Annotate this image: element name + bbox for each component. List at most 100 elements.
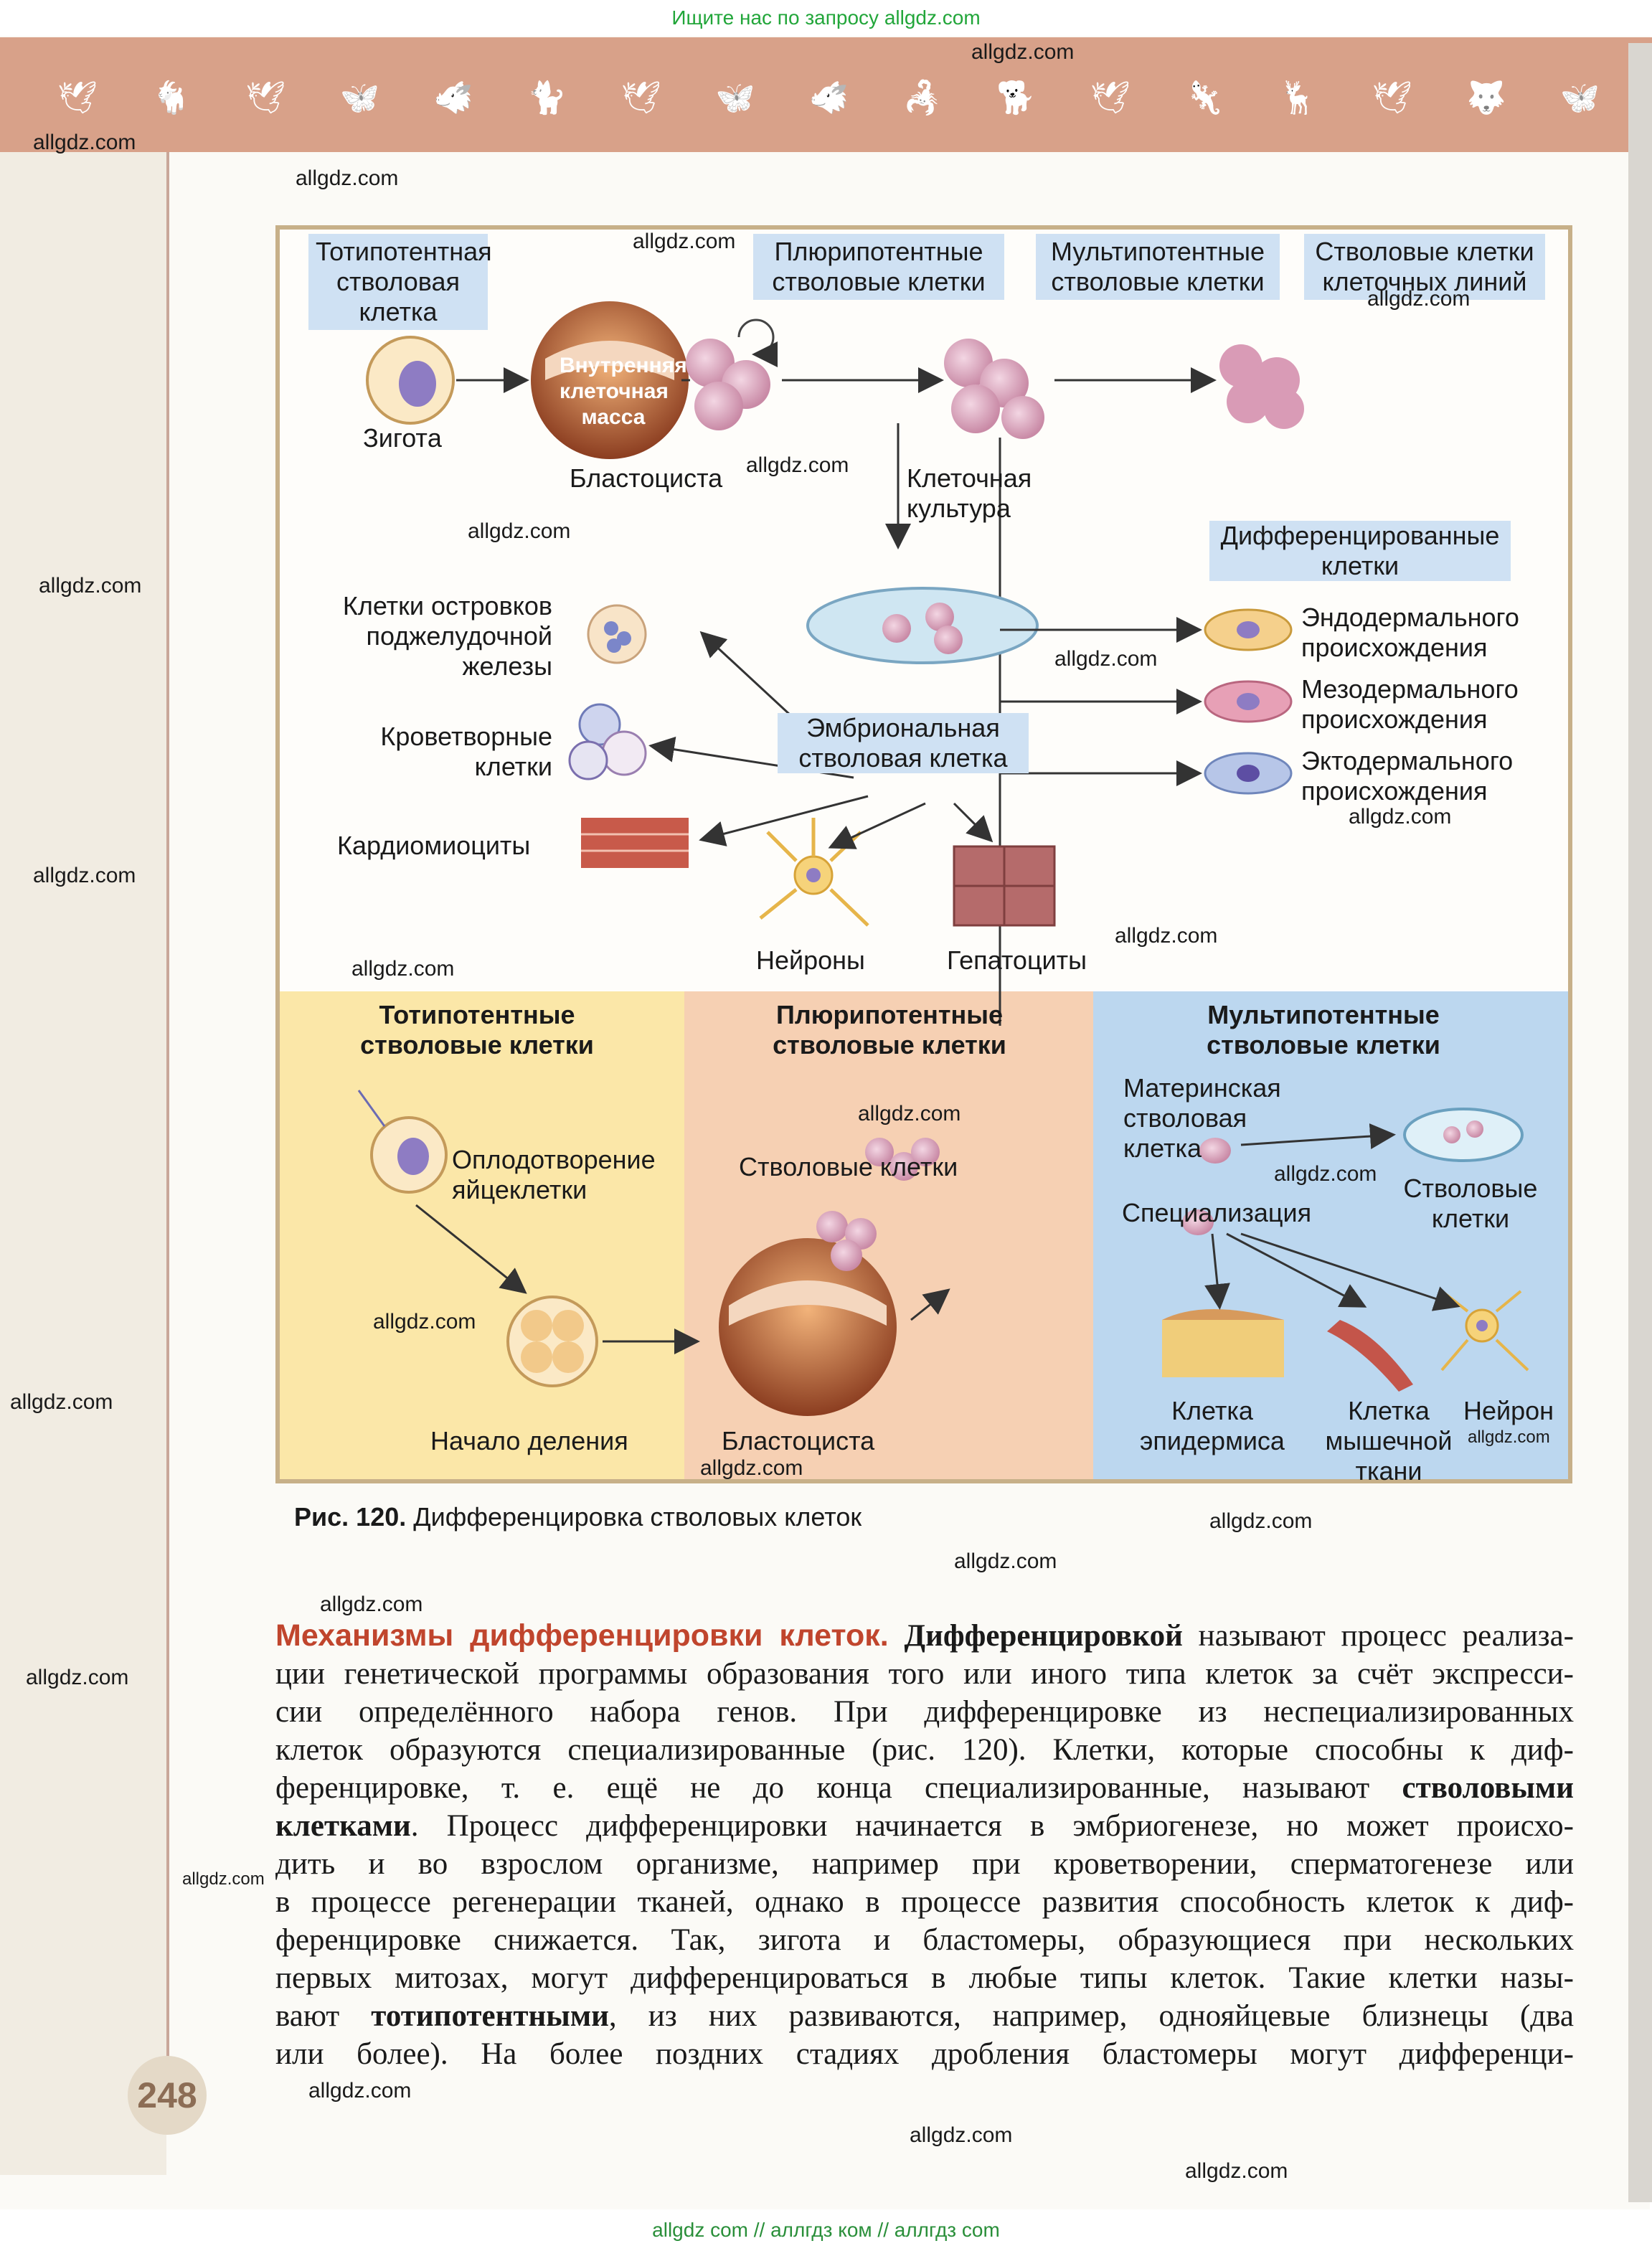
watermark[interactable]: allgdz.com: [971, 40, 1075, 64]
hepatocytes-icon: [953, 845, 1056, 927]
watermark[interactable]: allgdz.com: [33, 131, 136, 154]
watermark[interactable]: allgdz.com: [33, 864, 136, 887]
top-banner[interactable]: Ищите нас по запросу allgdz.com: [671, 6, 981, 29]
label-stem-cells: Стволовые клетки: [739, 1152, 958, 1181]
watermark[interactable]: allgdz.com: [296, 166, 399, 190]
petri-dish-icon: [806, 587, 1039, 664]
watermark[interactable]: allgdz.com: [1054, 647, 1158, 671]
label-ectoderm: Эктодермального происхождения: [1301, 746, 1514, 806]
watermark[interactable]: allgdz.com: [633, 230, 736, 253]
watermark[interactable]: allgdz.com: [373, 1310, 476, 1334]
header-animal-icons: 🕊🐐🕊🦋🐗🐈🕊🦋🐗🦂🐕🕊🦎🦌🕊🐺🦋: [57, 79, 1600, 122]
label-mesoderm: Мезодермального происхождения: [1301, 674, 1519, 734]
arrow: [415, 1204, 527, 1294]
muscle-cell-icon: [1327, 1320, 1413, 1392]
label-inner-mass: Внутренняя клеточная масса: [560, 354, 687, 429]
bird-icon: 🕊: [1372, 80, 1412, 115]
watermark[interactable]: allgdz.com: [1468, 1427, 1550, 1447]
dog-icon: 🐕: [996, 80, 1037, 115]
header-totipotent: Тотипотентная стволовая клетка: [308, 234, 492, 330]
text-run: дить и во взрослом организме, например п…: [275, 1847, 1574, 1881]
header-multipotent: Мультипотентные стволовые клетки: [1036, 234, 1280, 300]
moth-icon: 🦋: [339, 80, 379, 115]
neuron-cell-icon: [759, 818, 869, 927]
pluripotent-cluster-icon: [816, 1138, 940, 1271]
watermark[interactable]: allgdz.com: [858, 1102, 961, 1126]
egg-fertilization-icon: [357, 1090, 448, 1194]
watermark[interactable]: allgdz.com: [1115, 924, 1218, 948]
term: тотипотентными: [371, 1999, 609, 2033]
watermark[interactable]: allgdz.com: [39, 574, 142, 598]
watermark[interactable]: allgdz.com: [1185, 2159, 1288, 2183]
text-run: называют процесс реализа-: [1182, 1619, 1574, 1653]
bird-icon: 🕊: [245, 80, 286, 115]
endoderm-cell-icon: [1204, 608, 1293, 651]
text-line: в процессе регенерации тканей, однако в …: [275, 1883, 1574, 1921]
caption-number: Рис. 120.: [294, 1502, 407, 1532]
watermark[interactable]: allgdz.com: [700, 1456, 803, 1480]
label-cardio: Кардиомиоциты: [337, 831, 531, 860]
arrow: [1240, 1232, 1460, 1311]
figure-caption: Рис. 120. Дифференцировка стволовых клет…: [294, 1502, 862, 1532]
text-line: первых митозах, могут дифференцироваться…: [275, 1959, 1574, 1997]
label-embryonic: Эмбриональная стволовая клетка: [778, 713, 1029, 773]
watermark[interactable]: allgdz.com: [182, 1869, 265, 1889]
text-run: в процессе регенерации тканей, однако в …: [275, 1885, 1574, 1919]
label-mother-cell: Материнская стволовая клетка: [1123, 1073, 1281, 1163]
watermark[interactable]: allgdz.com: [746, 453, 849, 477]
text-line: дить и во взрослом организме, например п…: [275, 1845, 1574, 1883]
body-text: Механизмы дифференцировки клеток. Диффер…: [275, 1617, 1574, 2073]
four-cell-embryo-icon: [506, 1296, 598, 1387]
bird-icon: 🕊: [57, 80, 98, 115]
watermark[interactable]: allgdz.com: [468, 519, 571, 543]
cardiomyocytes-icon: [581, 818, 689, 868]
text-line: Механизмы дифференцировки клеток. Диффер…: [275, 1617, 1574, 1655]
blood-cells-icon: [568, 703, 647, 780]
title-pluripotent: Плюрипотентные стволовые клетки: [773, 1000, 1006, 1060]
zygote-cell-icon: [366, 336, 455, 425]
blastocyst-icon: [531, 301, 689, 459]
watermark[interactable]: allgdz.com: [26, 1666, 129, 1689]
text-line: ференцировке снижается. Так, зигота и бл…: [275, 1921, 1574, 1959]
arrow: [910, 1288, 950, 1321]
text-line: клеток образуются специализированные (ри…: [275, 1731, 1574, 1769]
mesoderm-cell-icon: [1204, 680, 1293, 723]
label-endoderm: Эндодермального происхождения: [1301, 603, 1519, 662]
boar-icon: 🐗: [809, 80, 849, 115]
arrow: [1240, 1123, 1396, 1149]
watermark[interactable]: allgdz.com: [10, 1390, 113, 1414]
text-line: сии определённого набора генов. При дифф…: [275, 1693, 1574, 1731]
epidermis-cell-icon: [1162, 1309, 1284, 1377]
label-neuron: Нейрон: [1463, 1396, 1554, 1425]
text-run: вают: [275, 1999, 372, 2033]
watermark[interactable]: allgdz.com: [320, 1592, 423, 1616]
blastocyst-bottom-icon: [719, 1238, 897, 1416]
arrow: [1204, 1233, 1230, 1310]
watermark[interactable]: allgdz.com: [910, 2123, 1013, 2147]
watermark[interactable]: allgdz.com: [1367, 287, 1471, 311]
watermark[interactable]: allgdz.com: [1209, 1509, 1313, 1533]
text-line: вают тотипотентными, из них развиваются,…: [275, 1997, 1574, 2035]
multipotent-cells-icon: [944, 339, 1044, 439]
term: стволовыми: [1402, 1771, 1574, 1805]
caption-text: Дифференцировка стволовых клеток: [413, 1502, 862, 1532]
title-multipotent: Мультипотентные стволовые клетки: [1207, 1000, 1440, 1060]
term: клетками: [275, 1809, 411, 1843]
figure-120: Тотипотентная стволовая клетка Плюрипоте…: [275, 225, 1572, 1486]
bottom-banner[interactable]: allgdz com // аллгдз ком // аллгдз com: [652, 2219, 1000, 2241]
watermark[interactable]: allgdz.com: [308, 2079, 412, 2103]
arrow: [699, 795, 869, 846]
label-islets: Клетки островков поджелудочной железы: [342, 591, 552, 681]
mother-stem-cell-icon: [1182, 1138, 1231, 1235]
text-line: или более). На более поздних стадиях дро…: [275, 2035, 1574, 2073]
goat-icon: 🐐: [151, 80, 192, 115]
watermark[interactable]: allgdz.com: [351, 957, 455, 981]
bird-icon: 🕊: [1090, 80, 1131, 115]
watermark[interactable]: allgdz.com: [1349, 805, 1452, 829]
watermark[interactable]: allgdz.com: [954, 1549, 1057, 1573]
cat-icon: 🐈: [527, 80, 567, 115]
watermark[interactable]: allgdz.com: [1274, 1162, 1377, 1186]
text-line: ференцировке, т. е. ещё не до конца спец…: [275, 1769, 1574, 1807]
lizard-icon: 🦎: [1184, 80, 1224, 115]
left-margin-strip: [0, 152, 166, 2175]
